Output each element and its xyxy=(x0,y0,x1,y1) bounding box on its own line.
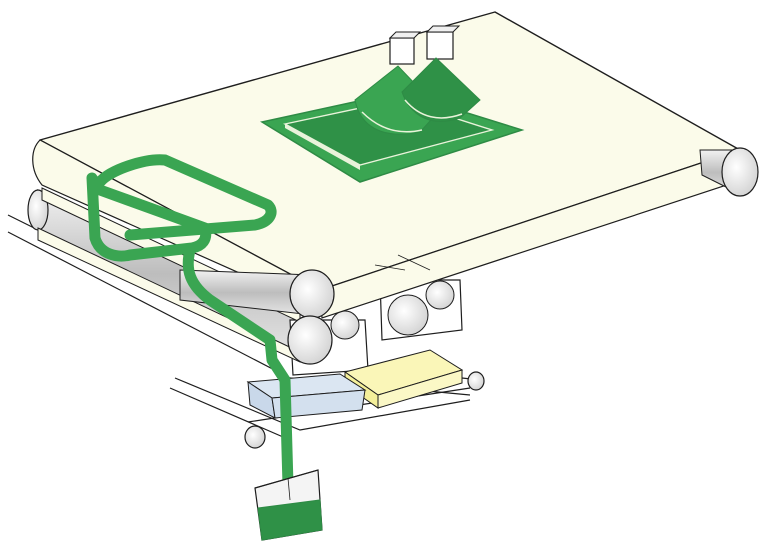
green-wash-stream xyxy=(86,154,294,491)
wheel-right xyxy=(467,371,485,391)
roller-front-lower xyxy=(287,315,333,365)
nozzle-right xyxy=(426,31,454,60)
leader-lines xyxy=(374,254,431,271)
wheel-left xyxy=(244,425,266,449)
nozzle-left xyxy=(389,37,415,65)
blue-tray xyxy=(246,373,367,419)
roller-right xyxy=(699,147,759,197)
collection-container xyxy=(254,469,323,541)
spray-nozzles xyxy=(388,25,461,65)
machine-box-right xyxy=(379,279,463,341)
spray-cones xyxy=(354,57,481,135)
